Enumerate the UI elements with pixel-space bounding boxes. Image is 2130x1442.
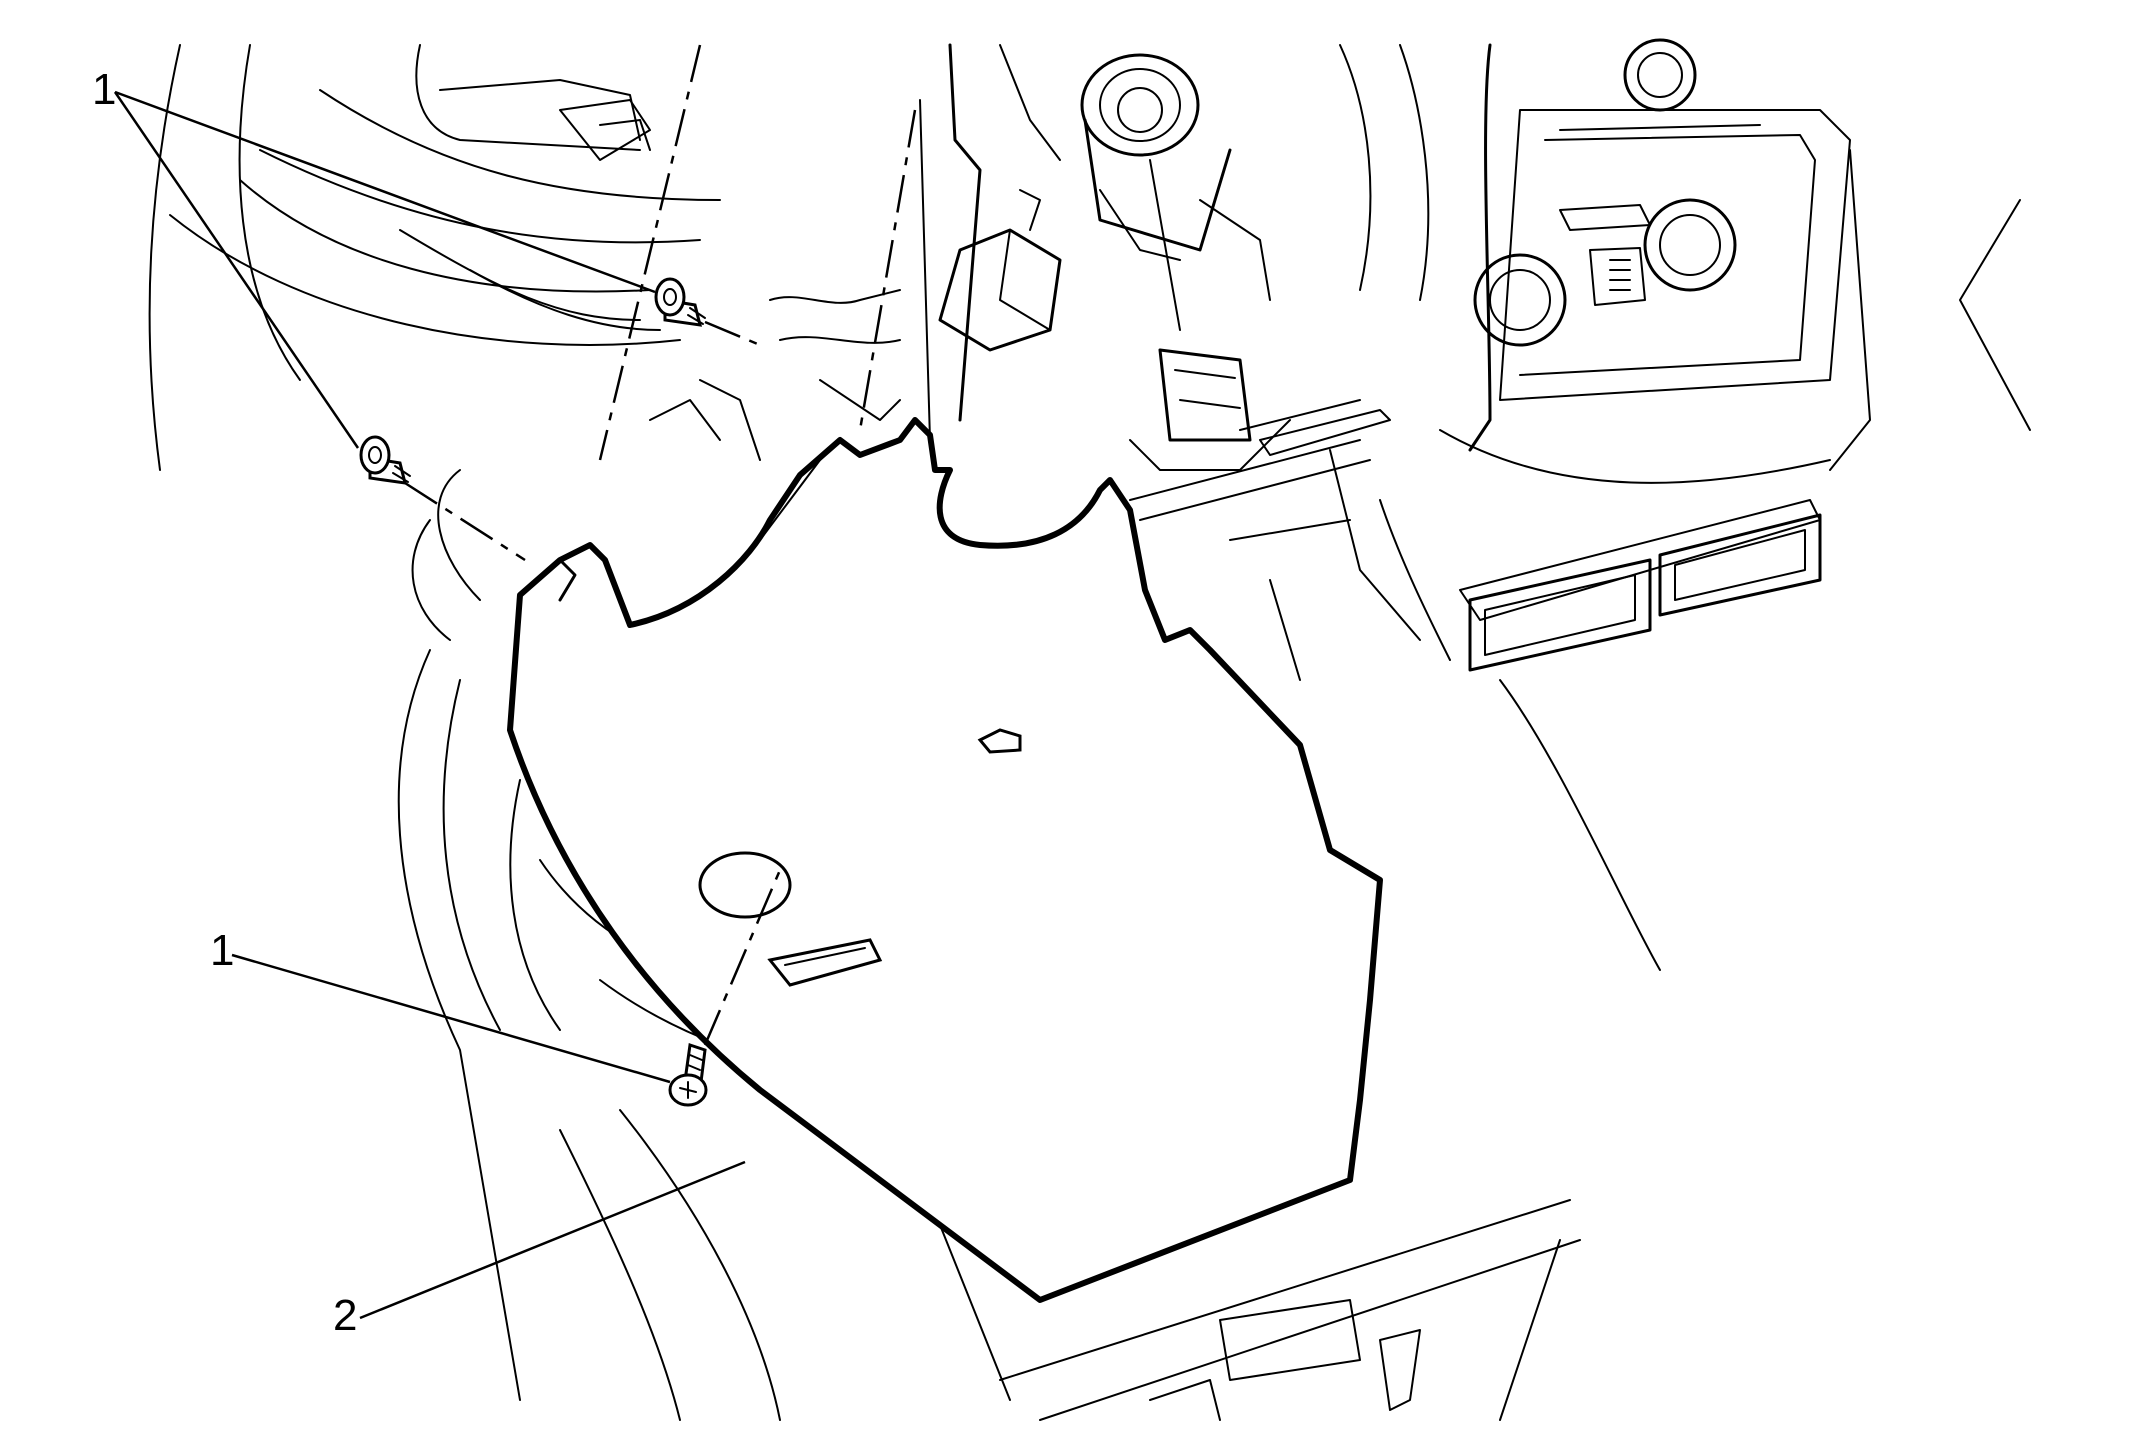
panel-access-hole	[698, 851, 792, 919]
callout-2: 2	[333, 1291, 357, 1340]
fastener-bottom	[668, 1043, 708, 1107]
fastener-top-upper	[654, 277, 706, 327]
insulator-panel	[507, 417, 1383, 1303]
install-line-bottom	[703, 869, 782, 1046]
callout-leaders	[113, 90, 746, 1320]
callout-1-top: 1	[92, 65, 116, 114]
install-line-upper-left	[404, 481, 526, 562]
steering-column-area	[598, 43, 1391, 541]
center-console-area	[1269, 38, 2031, 971]
install-line-top	[704, 320, 761, 347]
callout-1-bottom: 1	[210, 926, 234, 975]
left-dash-structure	[148, 44, 721, 471]
panel-tab-slot	[977, 728, 1022, 754]
fastener-top-lower	[359, 435, 411, 485]
floor-structure	[397, 469, 1581, 1421]
